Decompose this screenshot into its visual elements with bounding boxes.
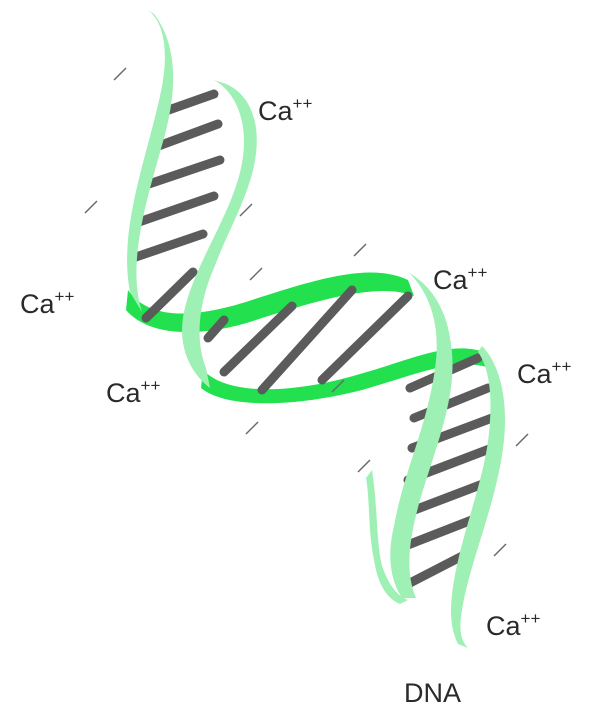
tick-mark	[85, 201, 97, 213]
base-pair	[414, 388, 488, 418]
tick-mark	[358, 460, 370, 472]
tick-mark	[240, 204, 252, 216]
base-pair	[133, 234, 203, 258]
tick-mark	[114, 68, 126, 80]
front-strand-top-ribbon	[127, 10, 173, 312]
ion-label: Ca++	[486, 609, 540, 641]
ion-label: Ca++	[433, 263, 487, 295]
ion-label: Ca++	[258, 94, 312, 126]
base-pair	[146, 160, 220, 185]
ion-label: Ca++	[517, 357, 571, 389]
ion-label: Ca++	[106, 376, 160, 408]
tick-mark	[494, 544, 506, 556]
tick-mark	[250, 268, 262, 280]
diagram-title: DNA	[404, 678, 461, 708]
tick-mark	[246, 422, 258, 434]
base-pair	[139, 196, 214, 222]
ion-label: Ca++	[20, 287, 74, 319]
tick-mark	[354, 244, 366, 256]
tick-mark	[516, 434, 528, 446]
